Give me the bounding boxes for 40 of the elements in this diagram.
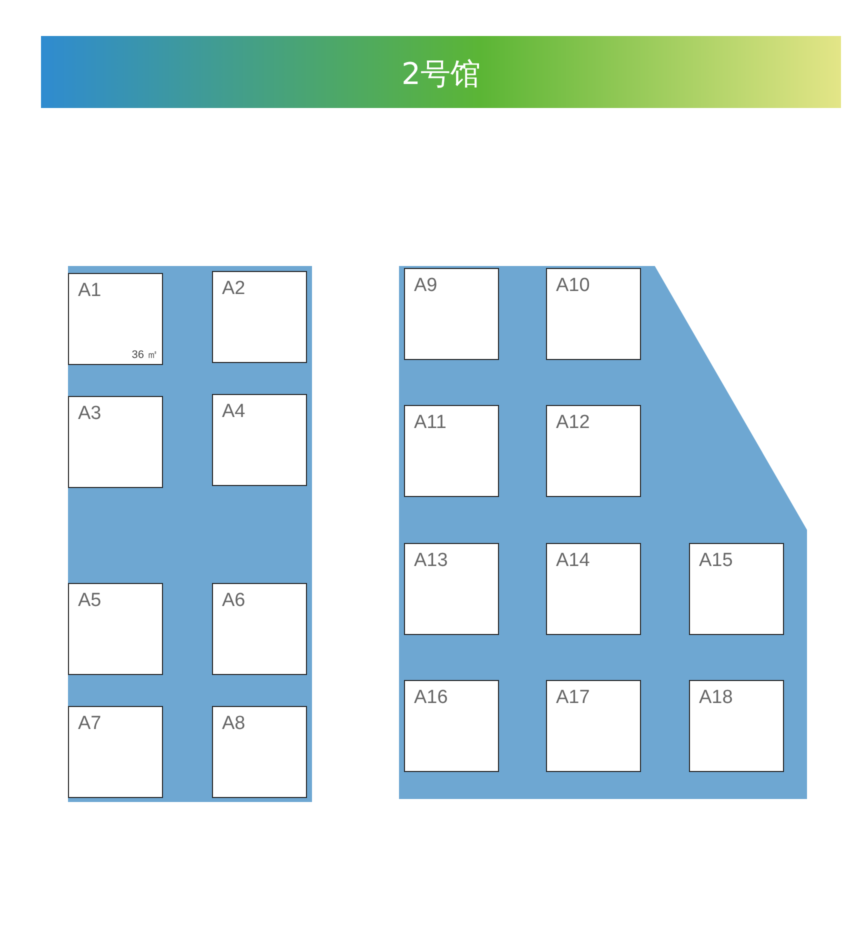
booth-number: A16 bbox=[414, 687, 448, 709]
booth bbox=[404, 405, 499, 497]
booth bbox=[68, 273, 163, 365]
booth-number: A8 bbox=[222, 713, 246, 735]
booth-number: A9 bbox=[414, 275, 438, 297]
booth-number: A17 bbox=[556, 687, 590, 709]
booth-number: A10 bbox=[556, 275, 590, 297]
booth bbox=[546, 680, 641, 772]
booth bbox=[404, 543, 499, 635]
booth bbox=[689, 680, 784, 772]
booth-number: A2 bbox=[222, 278, 246, 300]
hall-floor bbox=[399, 266, 807, 799]
booth bbox=[546, 543, 641, 635]
booth-number: A5 bbox=[78, 590, 102, 612]
booth bbox=[689, 543, 784, 635]
booth-number: A15 bbox=[699, 550, 733, 572]
booth-number: A12 bbox=[556, 412, 590, 434]
booth bbox=[404, 268, 499, 360]
booth bbox=[68, 396, 163, 488]
booth bbox=[68, 706, 163, 798]
booth-number: A13 bbox=[414, 550, 448, 572]
booth-number: A4 bbox=[222, 401, 246, 423]
booth-number: A11 bbox=[414, 412, 446, 434]
booth-number: A18 bbox=[699, 687, 733, 709]
booth-number: A7 bbox=[78, 713, 102, 735]
booth-number: A6 bbox=[222, 590, 246, 612]
booth-area: 36 ㎡ bbox=[132, 347, 158, 362]
booth bbox=[546, 405, 641, 497]
booth bbox=[68, 583, 163, 675]
booth-number: A1 bbox=[78, 280, 102, 302]
booth-number: A14 bbox=[556, 550, 590, 572]
hall-floor bbox=[68, 266, 312, 802]
booth bbox=[546, 268, 641, 360]
booth bbox=[212, 394, 307, 486]
hall-title: 2号馆 bbox=[400, 56, 482, 94]
booth bbox=[404, 680, 499, 772]
booth bbox=[212, 706, 307, 798]
booth bbox=[212, 271, 307, 363]
booth-number: A3 bbox=[78, 403, 102, 425]
booth bbox=[212, 583, 307, 675]
